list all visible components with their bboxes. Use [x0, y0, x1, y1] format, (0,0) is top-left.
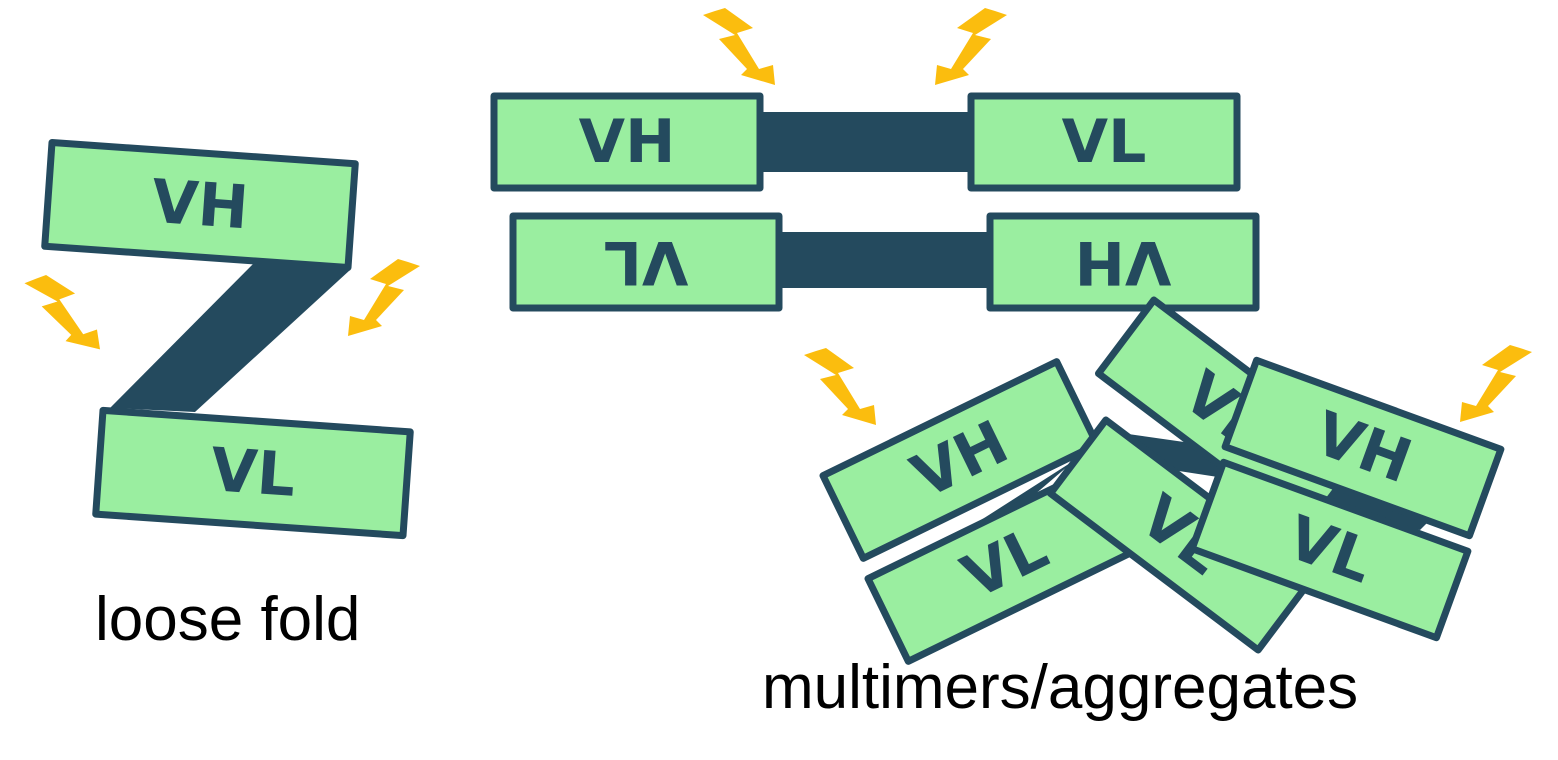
dimer-top-linker — [755, 112, 977, 172]
dimer-bottom-linker — [775, 232, 997, 288]
dimer-top-vl-label: VL — [1062, 107, 1147, 177]
loose-fold-vl-domain: VL — [92, 406, 414, 540]
loose-fold-vl-label: VL — [208, 435, 297, 511]
aggregate-vh-domain: VH — [819, 358, 1101, 562]
lightning-bolt-icon — [1460, 345, 1532, 422]
loose-fold-linker — [110, 262, 350, 412]
loose-fold-vh-domain: VH — [41, 139, 359, 271]
loose-fold-group: VH VL loose fold — [24, 139, 420, 654]
lightning-bolt-icon — [703, 8, 775, 85]
aggregate-vl-domain: VL — [1188, 458, 1472, 642]
lightning-bolt-icon — [935, 8, 1007, 85]
lightning-bolt-icon — [804, 348, 876, 425]
dimer-top-vl-domain: VL — [967, 92, 1241, 192]
dimer-bottom-vh-label: VH — [1075, 227, 1172, 297]
aggregate-vh-domain: VH — [1221, 356, 1505, 540]
dimer-top-vh-domain: VH — [490, 92, 764, 192]
aggregates-group: VH VH VL VL VH VL multimers/aggrega — [762, 296, 1532, 722]
loose-fold-vh-label: VH — [149, 167, 250, 244]
dimer-top-vh-label: VH — [579, 107, 676, 177]
dimer-bottom-vl-label: VL — [604, 227, 689, 297]
lightning-bolt-icon — [348, 259, 420, 336]
dimer-group: VH VL VL VH — [490, 8, 1260, 312]
loose-fold-caption: loose fold — [95, 585, 360, 654]
dimer-bottom-vl-domain: VL — [509, 212, 783, 312]
dimer-bottom-vh-domain: VH — [986, 212, 1260, 312]
lightning-bolt-icon — [24, 272, 101, 354]
aggregates-caption: multimers/aggregates — [762, 653, 1358, 722]
